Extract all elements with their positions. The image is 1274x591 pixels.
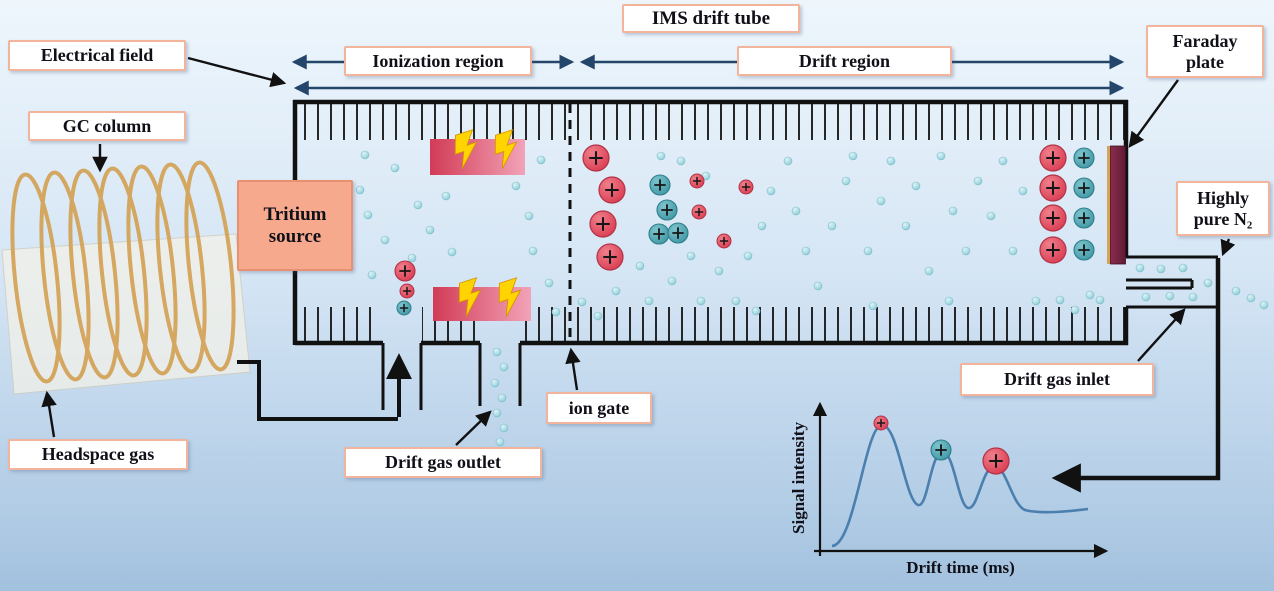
spectrum-curve — [831, 423, 1089, 548]
ionization-energy-upper — [430, 129, 525, 175]
electrode-rings — [298, 104, 1124, 343]
label-gc-column: GC column — [28, 111, 186, 141]
ionization-energy-lower — [433, 277, 531, 321]
neutral-molecules — [355, 145, 1269, 447]
label-highly-pure-n2: Highly pure N₂ — [1176, 181, 1270, 236]
ion-swarm-at-plate — [1039, 144, 1095, 264]
sample-ions-inlet — [394, 260, 416, 316]
faraday-plate-bar — [1107, 145, 1126, 265]
tritium-source-box: Tritium source — [237, 180, 353, 271]
label-ionization-region: Ionization region — [344, 46, 532, 76]
label-drift-gas-inlet: Drift gas inlet — [960, 363, 1154, 396]
label-ion-gate: ion gate — [546, 392, 652, 424]
gc-column-coil — [1, 160, 251, 395]
label-faraday-plate: Faraday plate — [1146, 25, 1264, 78]
label-drift-region: Drift region — [737, 46, 952, 76]
spectrum-xlabel: Drift time (ms) — [906, 558, 1015, 577]
transfer-line — [237, 353, 412, 421]
spectrum-ylabel: Signal intensity — [789, 422, 808, 534]
label-headspace-gas: Headspace gas — [8, 439, 188, 470]
signal-line-to-spectrum — [1051, 258, 1221, 493]
ion-swarm-after-gate — [582, 144, 754, 271]
label-ims-drift-tube: IMS drift tube — [622, 4, 800, 33]
label-electrical-field: Electrical field — [8, 40, 186, 71]
pointer-arrows — [41, 56, 1236, 446]
label-drift-gas-outlet: Drift gas outlet — [344, 447, 542, 478]
spectrum-chart — [812, 401, 1109, 559]
